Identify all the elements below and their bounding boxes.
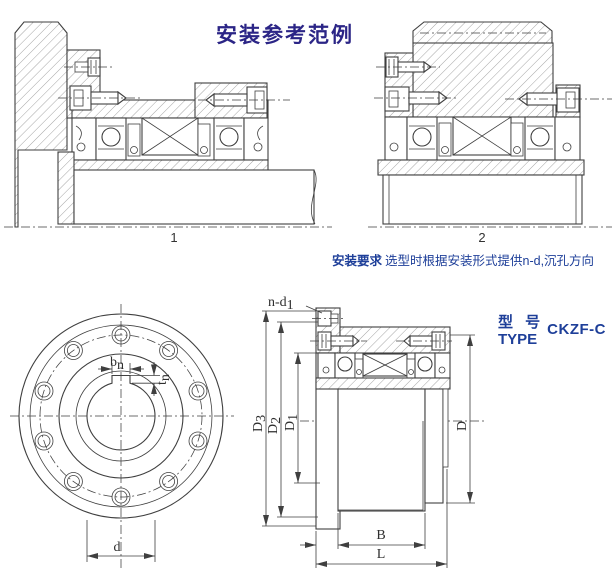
clamp-left <box>438 122 452 157</box>
clamp-right <box>406 358 416 379</box>
dimension-D2: D2 <box>266 321 318 518</box>
cap-screw-right <box>198 86 290 114</box>
d-label: d <box>114 540 121 555</box>
cap-screw-left-2 <box>374 86 458 112</box>
D-label: D <box>455 421 470 431</box>
n-d1-label: n-d1 <box>268 295 294 313</box>
dimension-d: d <box>86 520 156 562</box>
section-bolt-right <box>396 331 452 351</box>
small-bolt-left-2 <box>376 56 440 78</box>
bore-edge <box>338 421 424 511</box>
inner-sleeve-2 <box>377 159 585 176</box>
section-bearing-band <box>317 352 451 379</box>
tn-label: tn <box>155 374 173 385</box>
front-view: bn tn d <box>10 304 234 568</box>
shaft-1 <box>57 151 317 225</box>
dimension-tn: tn <box>130 362 173 396</box>
counterbore-hole <box>312 310 346 327</box>
section-bolt-left <box>310 331 367 351</box>
clamp-right <box>510 122 524 157</box>
section-view: n-d1 D3 D2 <box>251 295 485 568</box>
dimension-D3: D3 <box>251 310 316 527</box>
small-bolt-left <box>64 57 112 77</box>
bolt-circle <box>39 334 203 498</box>
L-label: L <box>377 547 386 562</box>
D1-label: D1 <box>283 414 301 431</box>
seal-left <box>317 352 336 379</box>
D2-label: D2 <box>266 417 284 434</box>
hub-circle <box>75 370 167 462</box>
cap-screw-right-2 <box>505 87 612 113</box>
body-outline <box>337 388 426 512</box>
section-sleeve-band <box>315 377 451 390</box>
flange-inner-circle <box>29 324 213 508</box>
note-heading: 安装要求 <box>332 254 383 268</box>
bearing-assembly-2 <box>384 116 581 161</box>
note-text: 选型时根据安装形式提供n-d,沉孔方向 <box>385 254 595 268</box>
clamp-left <box>127 123 141 157</box>
clamp-right <box>197 123 211 157</box>
seal-right <box>434 352 451 379</box>
page-title: 安装参考范例 <box>216 24 354 47</box>
seal-right <box>554 116 581 161</box>
shaft-2 <box>382 174 583 225</box>
body-circle <box>58 353 184 479</box>
dimension-D1: D1 <box>283 352 335 484</box>
mount-cap <box>412 21 553 44</box>
dimension-bn: bn <box>98 355 144 374</box>
bearing-assembly-1 <box>71 117 269 161</box>
outer-race-sleeve <box>424 388 444 504</box>
installation-diagram-1: 1 <box>4 21 332 245</box>
shaft-collar <box>57 151 75 225</box>
bolt-holes <box>34 325 208 507</box>
figure-2-label: 2 <box>478 230 485 245</box>
seal-left <box>71 117 97 161</box>
installation-diagram-2: 2 <box>368 21 612 245</box>
clamp-left <box>354 358 364 379</box>
bn-label: bn <box>110 355 124 373</box>
bore-with-keyway <box>86 374 156 451</box>
seal-right <box>243 117 269 161</box>
dimension-B: B <box>300 513 426 549</box>
type-block: 型 号 TYPE CKZF-C <box>498 314 606 348</box>
dimension-D: D <box>446 334 475 504</box>
figure-1-label: 1 <box>170 230 177 245</box>
cap-screw-left <box>58 85 140 111</box>
type-label-en: TYPE <box>498 331 538 348</box>
B-label: B <box>376 528 385 543</box>
D3-label: D3 <box>251 415 269 432</box>
type-label-cn: 型 号 <box>498 314 545 331</box>
outer-lip <box>442 388 449 468</box>
type-value: CKZF-C <box>547 320 606 338</box>
installation-note: 安装要求选型时根据安装形式提供n-d,沉孔方向 <box>332 250 594 269</box>
mount-slab <box>412 42 554 118</box>
flange-outer-circle <box>18 313 224 519</box>
seal-left <box>384 116 408 161</box>
dimension-n-d1: n-d1 <box>268 295 323 314</box>
dimension-L: L <box>315 469 448 568</box>
